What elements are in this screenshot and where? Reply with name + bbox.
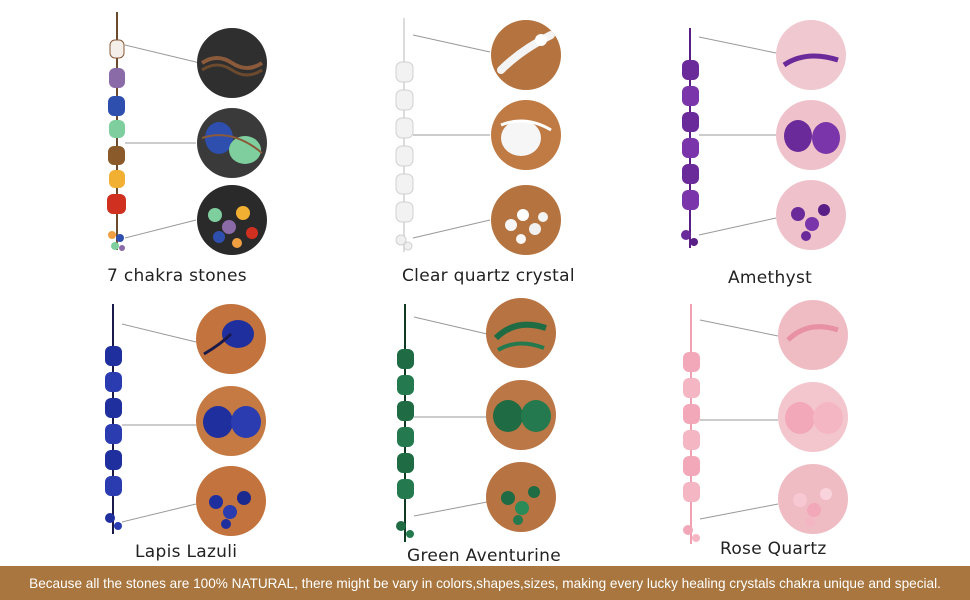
product-panel-rose-quartz: Rose Quartz: [646, 290, 969, 574]
detail-middle-zoom: [491, 100, 561, 170]
detail-bottom-zoom: [196, 466, 266, 536]
detail-bottom-zoom: [197, 185, 267, 255]
panel-caption: Clear quartz crystal: [402, 266, 575, 286]
detail-middle-zoom: [776, 100, 846, 170]
product-panel-clear-quartz: Clear quartz crystal: [323, 0, 646, 286]
panel-caption: Amethyst: [728, 268, 813, 288]
detail-top-zoom: [491, 20, 561, 90]
panel-caption: Green Aventurine: [407, 546, 561, 566]
detail-middle-zoom: [486, 380, 556, 450]
panel-caption: Lapis Lazuli: [135, 542, 238, 562]
product-panel-chakra: 7 chakra stones: [0, 0, 323, 286]
footer-banner: Because all the stones are 100% NATURAL,…: [0, 566, 970, 600]
detail-middle-zoom: [778, 382, 848, 452]
product-panel-amethyst: Amethyst: [646, 0, 969, 288]
detail-bottom-zoom: [776, 180, 846, 250]
detail-top-zoom: [196, 304, 266, 374]
rose-quartz-strand-image: [683, 304, 779, 544]
detail-bottom-zoom: [778, 464, 848, 534]
detail-top-zoom: [486, 298, 556, 368]
panel-caption: 7 chakra stones: [107, 266, 247, 286]
detail-bottom-zoom: [491, 185, 561, 255]
detail-top-zoom: [776, 20, 846, 90]
lapis-strand-image: [105, 304, 197, 534]
amethyst-strand-image: [681, 28, 777, 248]
chakra-strand-image: [107, 12, 201, 251]
detail-middle-zoom: [196, 386, 266, 456]
detail-top-zoom: [197, 28, 267, 98]
detail-bottom-zoom: [486, 462, 556, 532]
detail-top-zoom: [778, 300, 848, 370]
product-panel-aventurine: Green Aventurine: [323, 290, 646, 574]
footer-text: Because all the stones are 100% NATURAL,…: [29, 575, 941, 591]
aventurine-strand-image: [396, 304, 488, 542]
detail-middle-zoom: [197, 108, 267, 178]
panel-caption: Rose Quartz: [720, 539, 827, 559]
product-panel-lapis: Lapis Lazuli: [0, 290, 323, 574]
clear-quartz-strand-image: [395, 18, 491, 252]
